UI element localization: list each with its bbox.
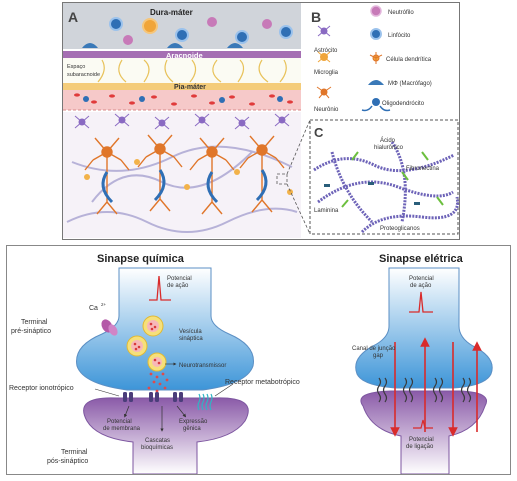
hyaluronic-marks	[341, 151, 444, 208]
calcium-label: Ca	[89, 305, 98, 312]
gap-junction-channels	[376, 377, 472, 403]
astrocyte-icon	[317, 25, 331, 37]
synapse-figure: Sinapse química Potencial de ação Ca 2+ …	[6, 245, 511, 475]
ionotropic-receptors	[123, 392, 183, 402]
pia-layer	[63, 83, 301, 90]
neurons	[84, 134, 285, 215]
legend-label-microglia: Microglia	[314, 70, 339, 76]
panel-a-letter: A	[68, 9, 78, 25]
zoom-lines	[276, 119, 311, 235]
electrical-synapse: Sinapse elétrica Potencial de ação Canal…	[352, 253, 493, 475]
dendritic-cell-icon	[369, 52, 383, 64]
neurotransmitter-label: Neurotransmissor	[179, 363, 226, 369]
cascades-label-1: Cascatas	[145, 438, 170, 444]
subarachnoid-label-1: Espaço	[67, 64, 85, 70]
gene-expression-label-2: gênica	[183, 426, 201, 432]
panel-b: B Astrócito Neutrófilo Linfócito Microgl…	[311, 5, 432, 113]
microglia-icon	[317, 51, 331, 63]
gap-junction-label-1: Canal de junção	[352, 346, 396, 352]
synapse-diagram: Sinapse química Potencial de ação Ca 2+ …	[9, 253, 493, 475]
chem-ap-label-2: de ação	[167, 283, 189, 289]
macrophage-icon	[368, 80, 384, 85]
neutrophil-icon	[370, 5, 382, 17]
arachnoid-label: Aracnoide	[166, 51, 203, 60]
metabotropic-label: Receptor metabotrópico	[225, 379, 300, 386]
vessel-layer	[63, 90, 301, 110]
myelin-sheaths	[101, 169, 268, 204]
astrocyte-row	[74, 113, 290, 130]
lymphocyte-icon	[370, 28, 382, 40]
legend-label-macrophage: MΦ (Macrófago)	[388, 81, 432, 87]
electrical-synapse-title: Sinapse elétrica	[379, 253, 464, 265]
action-potential-spike	[149, 275, 171, 301]
metabotropic-receptor-icon	[197, 393, 213, 411]
ecm-fibers	[66, 145, 298, 233]
legend-label-dendritic: Célula dendrítica	[386, 57, 432, 63]
calcium-sup: 2+	[101, 302, 107, 307]
ecm-chains	[313, 141, 460, 234]
trabeculae	[97, 59, 287, 83]
panel-c-letter: C	[314, 125, 324, 140]
presynaptic-terminal	[76, 267, 254, 391]
panel-b-letter: B	[311, 9, 321, 25]
pia-label: Pia-máter	[174, 84, 206, 91]
postsynaptic-label-2: pós-sináptico	[47, 458, 88, 465]
ionotropic-label: Receptor ionotrópico	[9, 385, 74, 392]
neurotransmitter-dots	[147, 372, 169, 393]
postsynaptic-terminal	[83, 397, 249, 475]
vesicle	[142, 315, 164, 337]
legend-label-oligodendrocyte: Oligodendrócito	[382, 101, 425, 107]
neuron-icon	[316, 86, 332, 99]
elec-ap-label-2: de ação	[410, 283, 432, 289]
cascades-label-2: bioquímicas	[141, 445, 173, 451]
vesicle-label-2: sináptica	[179, 336, 203, 342]
synaptic-vesicles	[126, 315, 167, 372]
postsynaptic-label-1: Terminal	[61, 449, 88, 456]
gene-expression-label-1: Expressão	[179, 419, 208, 425]
microglia-cells	[84, 159, 293, 195]
chem-ap-label-1: Potencial	[167, 276, 192, 282]
proteoglycans-label: Proteoglicanos	[380, 226, 420, 232]
panel-c: C Ácido hialurônico Fibronectina Laminin…	[309, 119, 460, 235]
red-blood-cells	[74, 93, 293, 106]
presynaptic-label-1: Terminal	[21, 319, 48, 326]
chemical-synapse: Sinapse química Potencial de ação Ca 2+ …	[9, 253, 300, 475]
vessel-immune-cells	[83, 96, 283, 103]
dura-cells	[82, 17, 293, 48]
panel-c-frame	[309, 119, 459, 235]
oligodendrocyte-icon	[361, 98, 391, 112]
electrical-postsynaptic	[360, 390, 487, 475]
chemical-synapse-title: Sinapse química	[97, 253, 185, 265]
legend-label-neuron: Neurônio	[314, 107, 339, 113]
meninges-figure: A Dura-máter Aracnoide Espaço subaracnoi…	[62, 2, 460, 240]
membrane-potential-label-1: Potencial	[107, 419, 132, 425]
laminin-label: Laminina	[314, 208, 339, 214]
dura-label: Dura-máter	[150, 8, 193, 17]
electrical-ap-spike	[409, 291, 433, 313]
arachnoid-layer	[63, 51, 301, 58]
binding-potential-label-1: Potencial	[409, 437, 434, 443]
gap-junction-label-2: gap	[373, 353, 384, 359]
presynaptic-label-2: pré-sináptico	[11, 328, 51, 335]
legend-label-neutrophil: Neutrófilo	[388, 10, 414, 16]
hyaluronic-label-1: Ácido	[380, 137, 396, 144]
vesicle	[126, 335, 148, 357]
legend-label-lymphocyte: Linfócito	[388, 33, 411, 39]
membrane-potential-label-2: de membrana	[103, 426, 141, 432]
binding-potential-label-2: de ligação	[406, 444, 434, 450]
vesicle-label-1: Vesícula	[179, 329, 202, 335]
panel-a: A Dura-máter Aracnoide Espaço subaracnoi…	[63, 3, 301, 238]
subarachnoid-label-2: subaracnoide	[67, 72, 100, 78]
hyaluronic-label-2: hialurônico	[374, 145, 404, 151]
binding-potential-trace	[413, 419, 433, 429]
fibronectin-marks	[324, 182, 420, 205]
elec-ap-label-1: Potencial	[409, 276, 434, 282]
meninges-diagram: A Dura-máter Aracnoide Espaço subaracnoi…	[62, 2, 460, 240]
legend-label-astrocyte: Astrócito	[314, 48, 338, 54]
calcium-channel-icon	[101, 319, 118, 336]
fibronectin-label: Fibronectina	[406, 166, 440, 172]
vesicle	[147, 352, 167, 372]
